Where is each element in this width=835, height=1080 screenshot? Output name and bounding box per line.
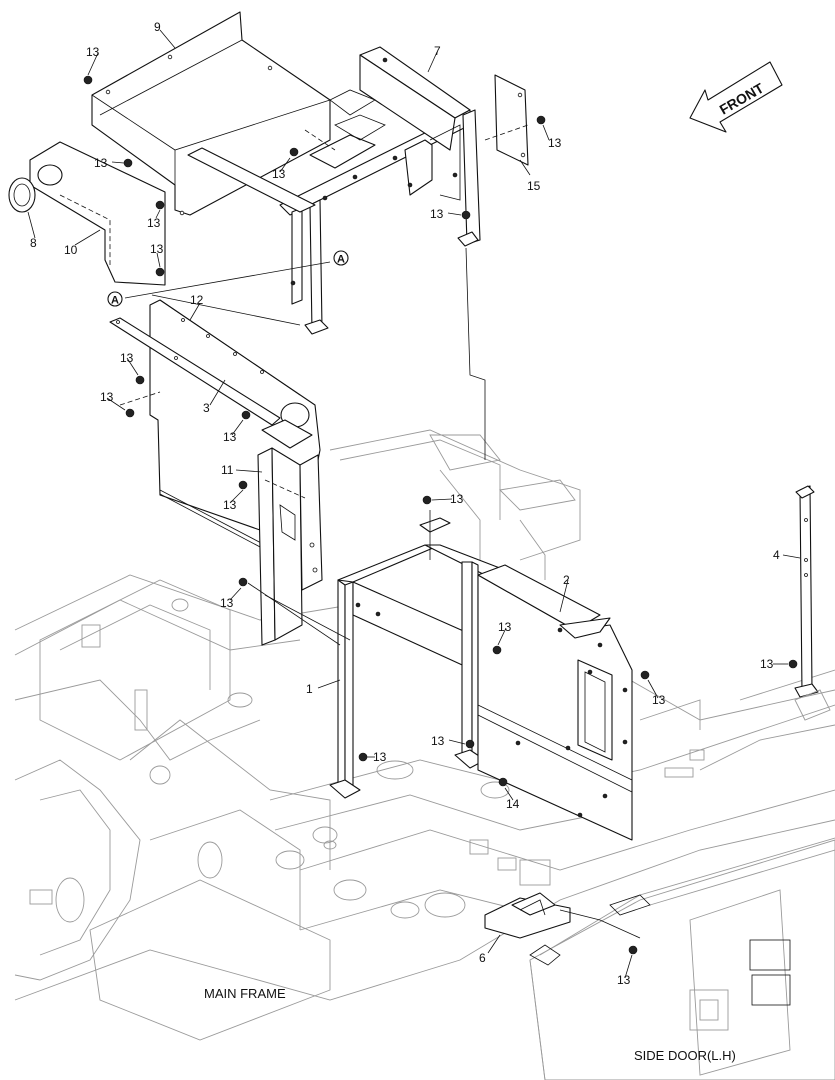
callout-13: 13 xyxy=(150,242,164,256)
callout-12: 12 xyxy=(190,293,204,307)
part-1-frame xyxy=(329,517,506,799)
callout-6: 6 xyxy=(479,951,486,965)
part-7-upper-frame xyxy=(279,46,481,335)
callout-13: 13 xyxy=(450,492,464,506)
part-9-cover xyxy=(91,11,331,216)
callout-13: 13 xyxy=(120,351,134,365)
part-6-bracket xyxy=(484,892,571,939)
callout-13: 13 xyxy=(431,734,445,748)
caption-main-frame: MAIN FRAME xyxy=(204,986,286,1001)
callout-7: 7 xyxy=(434,44,441,58)
callout-13: 13 xyxy=(652,693,666,707)
callout-3: 3 xyxy=(203,401,210,415)
callout-13: 13 xyxy=(373,750,387,764)
front-direction-arrow: FRONT xyxy=(689,61,783,133)
callout-4: 4 xyxy=(773,548,780,562)
callout-13: 13 xyxy=(430,207,444,221)
callout-13: 13 xyxy=(498,620,512,634)
side-door-lh xyxy=(529,837,835,1080)
part-2-panel xyxy=(477,564,633,841)
callout-13: 13 xyxy=(272,167,286,181)
part-4-post xyxy=(794,485,831,721)
callout-13: 13 xyxy=(220,596,234,610)
callout-13: 13 xyxy=(94,156,108,170)
callout-10: 10 xyxy=(64,243,78,257)
callout-14: 14 xyxy=(506,797,520,811)
callout-9: 9 xyxy=(154,20,161,34)
reference-marker-label: A xyxy=(337,254,345,266)
callout-2: 2 xyxy=(563,573,570,587)
callout-13: 13 xyxy=(147,216,161,230)
caption-side-door: SIDE DOOR(L.H) xyxy=(634,1048,736,1063)
bolt-markers xyxy=(83,75,798,955)
part-3-strip xyxy=(109,317,281,426)
callout-labels: 1 2 3 4 6 7 8 9 10 11 12 14 15 13 13 13 … xyxy=(30,20,780,987)
callout-11: 11 xyxy=(221,463,234,477)
callout-8: 8 xyxy=(30,236,37,250)
callout-13: 13 xyxy=(223,498,237,512)
callout-13: 13 xyxy=(100,390,114,404)
assembly-lines xyxy=(119,124,641,939)
callout-15: 15 xyxy=(527,179,541,193)
part-10-side-plate xyxy=(29,141,166,286)
callout-leaders xyxy=(27,29,801,979)
callout-13: 13 xyxy=(548,136,562,150)
callout-13: 13 xyxy=(223,430,237,444)
callout-1: 1 xyxy=(306,682,313,696)
part-8-grommet xyxy=(8,177,36,213)
part-11-channel xyxy=(257,419,323,646)
reference-markers: A A xyxy=(107,250,349,307)
callout-13: 13 xyxy=(617,973,631,987)
reference-marker-label: A xyxy=(111,295,119,307)
main-frame-ghost xyxy=(14,429,835,1041)
callout-13: 13 xyxy=(86,45,100,59)
top-strap xyxy=(187,147,316,213)
part-15-plate xyxy=(494,74,529,166)
callout-13: 13 xyxy=(760,657,774,671)
